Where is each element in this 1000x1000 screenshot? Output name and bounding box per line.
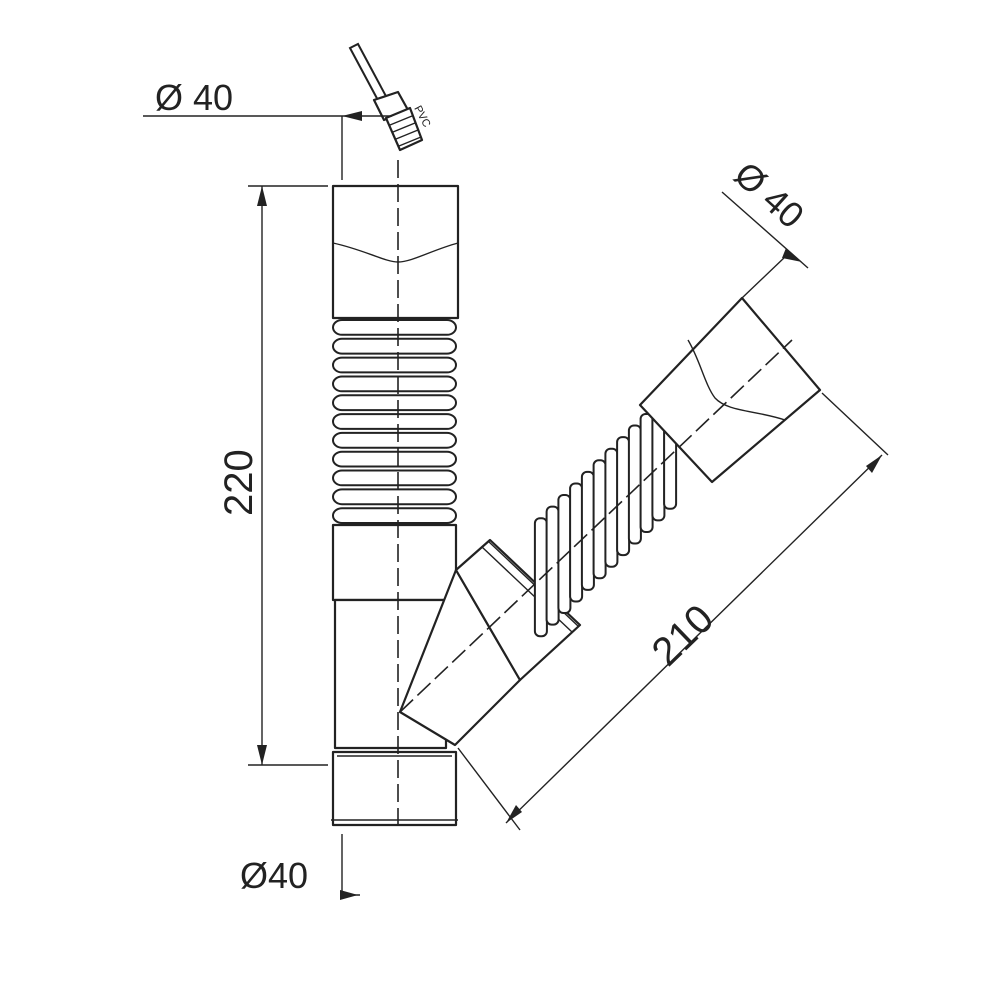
branch-corrugation-rib [580, 470, 595, 591]
tee-body [331, 523, 458, 602]
angled-branch [398, 296, 822, 747]
branch-corrugation-rib [569, 482, 584, 603]
corrugation-rib [332, 413, 457, 430]
corrugation-rib [332, 488, 457, 506]
corrugation-rib [332, 507, 457, 525]
corrugation-rib [332, 319, 457, 336]
branch-corrugation-rib [545, 505, 560, 626]
bottom-socket [331, 750, 458, 827]
branch-socket-curve [687, 339, 786, 421]
branch-corrugation-rib [557, 494, 572, 614]
dim-top-diameter: Ø 40 [143, 77, 392, 180]
dim-vertical-length: 220 [217, 185, 328, 766]
corrugation-rib [332, 469, 457, 487]
dim-bottom-diameter: Ø40 [240, 834, 360, 900]
corrugation-rib [332, 394, 457, 412]
bottom-diameter-label: Ø40 [240, 855, 308, 896]
corrugation-rib [332, 375, 457, 393]
branch-length-label: 210 [644, 596, 723, 674]
dim-branch-diameter: Ø 40 [721, 153, 812, 299]
branch-centerline [399, 339, 793, 713]
glue-brush-icon: PVC [348, 42, 433, 152]
top-diameter-label: Ø 40 [155, 77, 233, 118]
vertical-corrugation [332, 319, 457, 525]
height-label: 220 [217, 449, 261, 516]
branch-sleeve [454, 538, 582, 682]
branch-corrugation-rib [627, 424, 642, 545]
branch-diameter-label: Ø 40 [727, 153, 812, 236]
branch-socket [638, 296, 822, 484]
corrugation-rib [332, 450, 457, 468]
corrugation-rib [332, 431, 457, 449]
top-socket [331, 184, 460, 320]
corrugation-rib [332, 356, 457, 374]
branch-corrugation [533, 389, 678, 638]
corrugation-rib [332, 337, 457, 355]
